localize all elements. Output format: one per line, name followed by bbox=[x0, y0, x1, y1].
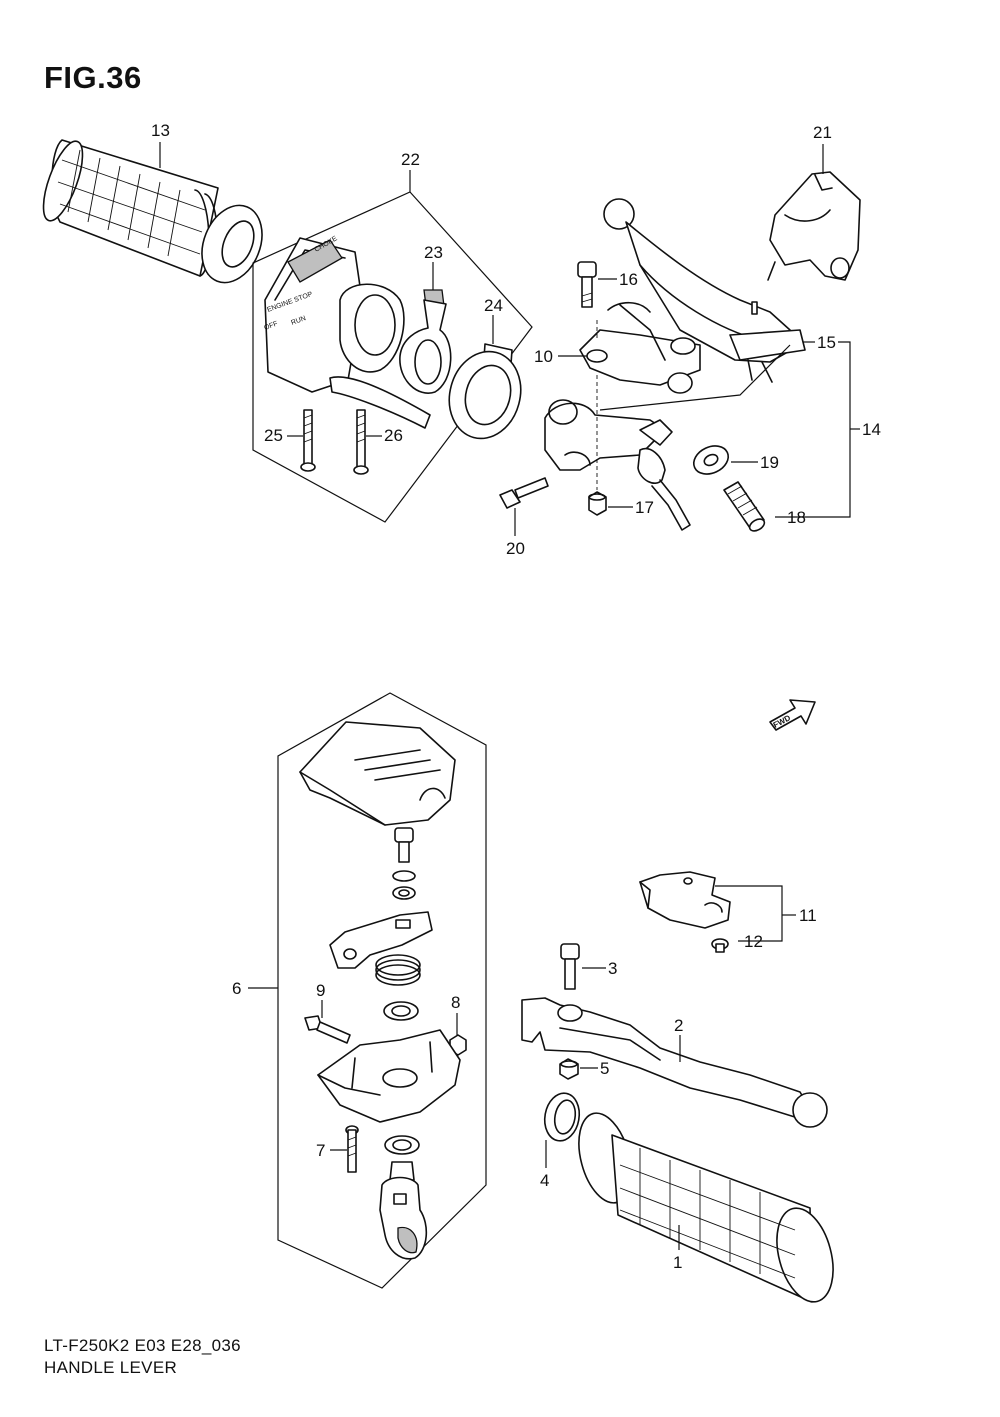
bolt-part-20 bbox=[499, 477, 549, 509]
model-code: LT-F250K2 E03 E28_036 bbox=[44, 1336, 241, 1355]
brake-lever-assembly-part-14 bbox=[544, 198, 806, 531]
switch-marking-off: OFF bbox=[263, 321, 279, 332]
figure-title: FIG.36 bbox=[44, 60, 142, 95]
callout-17: 17 bbox=[635, 498, 654, 517]
callout-9: 9 bbox=[316, 981, 325, 1000]
choke-lever-part-23 bbox=[399, 289, 452, 394]
right-grip-part-1 bbox=[578, 1112, 834, 1303]
screw-part-7 bbox=[345, 1125, 359, 1173]
callout-4: 4 bbox=[540, 1171, 549, 1190]
callout-15: 15 bbox=[817, 333, 836, 352]
forward-direction-arrow: FWD bbox=[769, 699, 816, 731]
callout-10: 10 bbox=[534, 347, 553, 366]
locknut-part-19 bbox=[692, 445, 730, 475]
pivot-bolt-part-3 bbox=[560, 943, 580, 990]
callout-26: 26 bbox=[384, 426, 403, 445]
callout-2: 2 bbox=[674, 1016, 683, 1035]
seal-ring bbox=[383, 1001, 419, 1021]
callout-1: 1 bbox=[673, 1253, 682, 1272]
adjuster-part-18 bbox=[723, 481, 766, 532]
brake-lever-part-2 bbox=[521, 997, 828, 1128]
callout-25: 25 bbox=[264, 426, 283, 445]
brake-switch-part-11 bbox=[639, 871, 731, 929]
screw-part-25 bbox=[300, 409, 316, 472]
throttle-assembly-frame-6 bbox=[277, 692, 487, 1289]
thumb-lever bbox=[379, 1161, 428, 1260]
callout-16: 16 bbox=[619, 270, 638, 289]
collar-part-24 bbox=[448, 343, 522, 440]
callout-21: 21 bbox=[813, 123, 832, 142]
callout-11: 11 bbox=[799, 906, 817, 925]
lever-cover-part-21 bbox=[767, 171, 861, 281]
screw-part-9 bbox=[304, 1015, 351, 1044]
nut-part-17 bbox=[588, 491, 607, 516]
callout-18: 18 bbox=[787, 508, 806, 527]
lower-seal bbox=[384, 1135, 420, 1155]
callout-12: 12 bbox=[744, 932, 763, 951]
nut-part-5 bbox=[559, 1058, 579, 1080]
callout-14: 14 bbox=[862, 420, 881, 439]
pivot-bolt-part-16 bbox=[577, 261, 597, 308]
callout-23: 23 bbox=[424, 243, 443, 262]
throttle-plate bbox=[329, 911, 433, 969]
collar-part-4 bbox=[543, 1092, 581, 1142]
callout-5: 5 bbox=[600, 1059, 609, 1078]
throttle-cover bbox=[299, 721, 456, 826]
callout-13: 13 bbox=[151, 121, 170, 140]
callout-3: 3 bbox=[608, 959, 617, 978]
handlebar-switch-part-22: ENGINE STOP OFF RUN CHOKE bbox=[263, 235, 431, 429]
callout-6: 6 bbox=[232, 979, 241, 998]
screw-part-12 bbox=[711, 938, 729, 953]
callout-19: 19 bbox=[760, 453, 779, 472]
callout-8: 8 bbox=[451, 993, 460, 1012]
callout-22: 22 bbox=[401, 150, 420, 169]
washer-part-10 bbox=[586, 349, 608, 363]
switch-marking-run: RUN bbox=[290, 315, 307, 327]
cover-screw bbox=[394, 827, 414, 863]
left-grip-part-13 bbox=[42, 139, 263, 284]
washers bbox=[392, 870, 416, 900]
callout-7: 7 bbox=[316, 1141, 325, 1160]
switch-assembly-frame-22 bbox=[252, 191, 533, 523]
callout-24: 24 bbox=[484, 296, 503, 315]
callout-20: 20 bbox=[506, 539, 525, 558]
throttle-housing bbox=[317, 1029, 461, 1123]
return-spring bbox=[375, 954, 421, 986]
page-caption: HANDLE LEVER bbox=[44, 1358, 178, 1377]
screw-part-26 bbox=[353, 409, 369, 475]
